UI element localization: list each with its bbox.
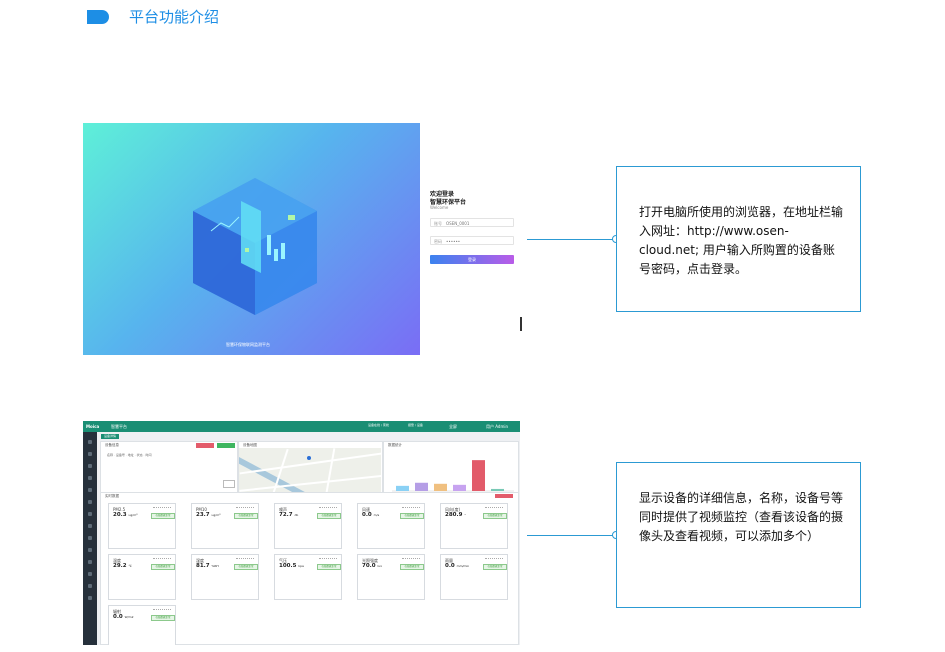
metric-name: PM10 xyxy=(196,507,207,512)
connector-line-1 xyxy=(527,239,615,240)
metric-card[interactable]: 风向(度)280.9 ° 在线数据正常 xyxy=(440,503,508,549)
login-banner: 智慧环保物联网监测平台 xyxy=(83,123,420,355)
metric-name: 气压 xyxy=(279,558,287,563)
metric-tools-icon[interactable] xyxy=(485,558,503,562)
section-marker-icon xyxy=(87,10,109,24)
metric-status: 在线数据正常 xyxy=(151,615,175,621)
device-info-panel: 设备信息 名称 · 设备号 · 地址 · 状态 · 时间 xyxy=(100,441,238,499)
welcome-subtitle: Welcome xyxy=(430,205,449,210)
metric-name: 光照强度 xyxy=(362,558,378,563)
bar xyxy=(415,482,428,491)
metric-name: 噪声 xyxy=(279,507,287,512)
metric-tools-icon[interactable] xyxy=(402,558,420,562)
metric-tools-icon[interactable] xyxy=(319,507,337,511)
username-label: 账号 xyxy=(434,221,442,226)
metric-value: 0.0 m/s xyxy=(362,512,380,518)
metric-value: 70.0 lux xyxy=(362,563,383,569)
metric-value: 20.3 ug/m³ xyxy=(113,512,138,518)
history-button[interactable] xyxy=(495,494,513,498)
text-cursor-icon xyxy=(520,317,522,331)
username-field[interactable]: 账号 OSEN_0001 xyxy=(430,218,514,227)
metric-name: PM2.5 xyxy=(113,507,126,512)
metric-value: 81.7 %RH xyxy=(196,563,219,569)
login-footer-text: 智慧环保物联网监测平台 xyxy=(226,342,270,347)
monitor-icon[interactable] xyxy=(223,480,235,488)
metric-tools-icon[interactable] xyxy=(153,507,171,511)
metric-tools-icon[interactable] xyxy=(485,507,503,511)
metric-value: 0.0 W/m2 xyxy=(113,614,134,620)
login-screenshot: 智慧环保物联网监测平台 欢迎登录 智慧环保平台 Welcome 账号 OSEN_0… xyxy=(83,123,520,355)
user-label[interactable]: 用户 Admin xyxy=(486,424,509,429)
metric-status: 在线数据正常 xyxy=(234,564,258,570)
metric-tools-icon[interactable] xyxy=(319,558,337,562)
metric-status: 在线数据正常 xyxy=(483,513,507,519)
dashboard-sidebar xyxy=(83,432,97,645)
page-title: 平台功能介绍 xyxy=(129,8,220,26)
callout-box-1: 打开电脑所使用的浏览器，在地址栏输入网址：http://www.osen-clo… xyxy=(616,166,861,312)
metric-status: 在线数据正常 xyxy=(317,513,341,519)
bar xyxy=(453,484,466,491)
bar xyxy=(491,488,504,491)
metric-value: 23.7 ug/m³ xyxy=(196,512,221,518)
metric-status: 在线数据正常 xyxy=(151,513,175,519)
metric-tools-icon[interactable] xyxy=(236,507,254,511)
metric-status: 在线数据正常 xyxy=(234,513,258,519)
chart-panel: 数据统计 xyxy=(383,441,519,499)
dashboard-screenshot: Moica 智慧平台 设备在线 / 离线 报警 / 设备 全屏 用户 Admin… xyxy=(83,421,520,645)
metric-name: 湿度 xyxy=(196,558,204,563)
metric-status: 在线数据正常 xyxy=(483,564,507,570)
metric-value: 0.0 mm/min xyxy=(445,563,470,569)
login-form: 欢迎登录 智慧环保平台 Welcome 账号 OSEN_0001 密码 ••••••… xyxy=(420,123,520,355)
metric-name: 风向(度) xyxy=(445,507,461,512)
video-button[interactable] xyxy=(196,443,214,448)
callout-text-2: 显示设备的详细信息，名称，设备号等同时提供了视频监控（查看该设备的摄像头及查看视… xyxy=(639,491,844,543)
tab-device-detail[interactable]: 设备详情 xyxy=(101,434,119,439)
password-value: •••••• xyxy=(446,239,461,244)
map-view[interactable] xyxy=(239,448,381,495)
edit-button[interactable] xyxy=(217,443,235,448)
metric-value: 280.9 ° xyxy=(445,512,466,518)
metric-tools-icon[interactable] xyxy=(402,507,420,511)
metric-status: 在线数据正常 xyxy=(317,564,341,570)
connector-line-2 xyxy=(527,535,615,536)
metric-status: 在线数据正常 xyxy=(151,564,175,570)
metric-status: 在线数据正常 xyxy=(400,564,424,570)
metric-value: 29.2 ℃ xyxy=(113,563,132,569)
bar xyxy=(434,483,447,491)
metric-value: 72.7 db xyxy=(279,512,299,518)
metric-tools-icon[interactable] xyxy=(153,609,171,613)
device-location-pin-icon[interactable] xyxy=(307,456,311,460)
welcome-line-2: 智慧环保平台 xyxy=(430,199,467,206)
metric-tools-icon[interactable] xyxy=(153,558,171,562)
metric-name: 雨量 xyxy=(445,558,453,563)
metric-status: 在线数据正常 xyxy=(400,513,424,519)
metric-value: 100.5 kpa xyxy=(279,563,304,569)
bar-chart xyxy=(392,460,514,492)
callout-text-1: 打开电脑所使用的浏览器，在地址栏输入网址：http://www.osen-clo… xyxy=(639,205,844,276)
bar xyxy=(472,460,485,491)
metric-name: 风速 xyxy=(362,507,370,512)
bar xyxy=(396,485,409,491)
password-label: 密码 xyxy=(434,239,442,244)
login-button[interactable]: 登录 xyxy=(430,255,514,264)
metric-name: 辐射 xyxy=(113,609,121,614)
dashboard-topbar: Moica 智慧平台 设备在线 / 离线 报警 / 设备 全屏 用户 Admin xyxy=(83,421,520,432)
welcome-line-1: 欢迎登录 xyxy=(430,191,455,198)
isometric-cube-illustration-icon xyxy=(193,178,317,315)
metric-name: 温度 xyxy=(113,558,121,563)
callout-box-2: 显示设备的详细信息，名称，设备号等同时提供了视频监控（查看该设备的摄像头及查看视… xyxy=(616,462,861,608)
metric-tools-icon[interactable] xyxy=(236,558,254,562)
password-field[interactable]: 密码 •••••• xyxy=(430,236,514,245)
username-value: OSEN_0001 xyxy=(446,221,470,226)
